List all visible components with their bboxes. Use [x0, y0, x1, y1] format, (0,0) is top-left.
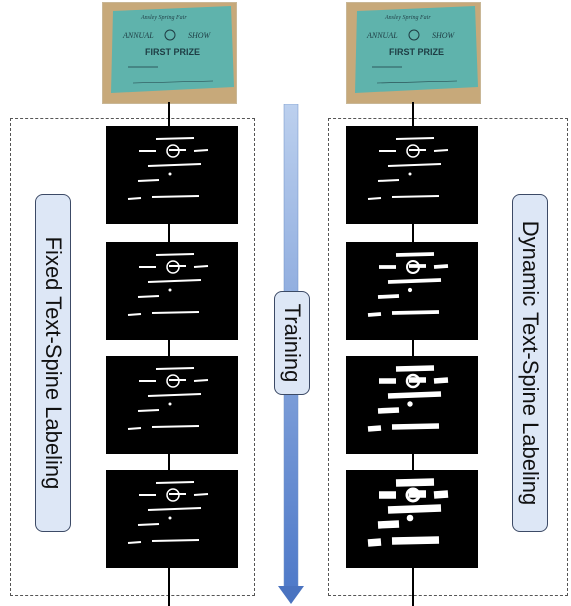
svg-text:Ansley Spring Fair: Ansley Spring Fair [384, 15, 431, 21]
card-text-show: SHOW [188, 31, 212, 40]
left-connector-line [168, 102, 170, 606]
prize-card-photo-right: Ansley Spring Fair ANNUAL SHOW FIRST PRI… [346, 2, 481, 104]
card-text-first-prize: FIRST PRIZE [389, 47, 444, 57]
fixed-mask-4 [106, 470, 238, 568]
dynamic-mask-3 [346, 356, 478, 454]
dynamic-labeling-panel [328, 118, 568, 596]
card-text-annual: ANNUAL [366, 31, 398, 40]
fixed-label-text: Fixed Text-Spine Labeling [41, 236, 66, 490]
training-label-box: Training [274, 291, 310, 395]
fixed-mask-3 [106, 356, 238, 454]
fixed-mask-2 [106, 242, 238, 340]
fixed-label-box: Fixed Text-Spine Labeling [35, 194, 71, 532]
dynamic-mask-1 [346, 126, 478, 224]
prize-card-illustration-left: Ansley Spring Fair ANNUAL SHOW FIRST PRI… [103, 3, 236, 103]
dynamic-mask-4 [346, 470, 478, 568]
prize-card-photo-left: Ansley Spring Fair ANNUAL SHOW FIRST PRI… [102, 2, 237, 104]
svg-text:Ansley Spring Fair: Ansley Spring Fair [140, 15, 187, 21]
card-text-show: SHOW [432, 31, 456, 40]
fixed-mask-1 [106, 126, 238, 224]
training-label-text: Training [280, 303, 305, 383]
fixed-labeling-panel [10, 118, 255, 596]
right-connector-line [412, 102, 414, 606]
dynamic-mask-2 [346, 242, 478, 340]
dynamic-label-box: Dynamic Text-Spine Labeling [512, 194, 548, 532]
dynamic-label-text: Dynamic Text-Spine Labeling [518, 220, 543, 506]
card-text-first-prize: FIRST PRIZE [145, 47, 200, 57]
card-text-annual: ANNUAL [122, 31, 154, 40]
prize-card-illustration-right: Ansley Spring Fair ANNUAL SHOW FIRST PRI… [347, 3, 480, 103]
